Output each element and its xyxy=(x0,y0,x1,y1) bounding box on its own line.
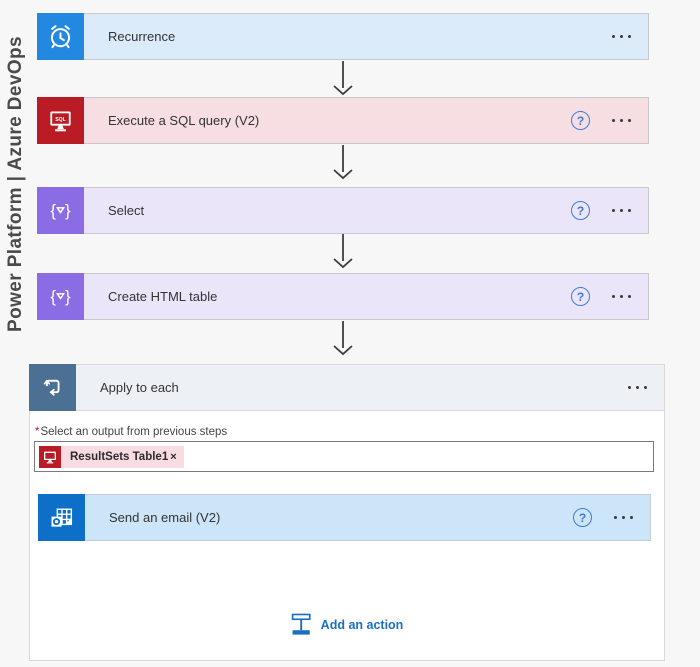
data-operation-icon: { } xyxy=(37,273,84,320)
scope-title: Apply to each xyxy=(100,380,179,395)
apply-to-each-header[interactable]: Apply to each xyxy=(29,364,665,411)
loop-icon xyxy=(29,364,76,411)
required-asterisk: * xyxy=(35,426,40,438)
step-title: Select xyxy=(108,203,145,218)
flow-arrow xyxy=(333,61,353,96)
data-operation-icon: { } xyxy=(37,187,84,234)
token-remove-icon[interactable]: × xyxy=(170,450,177,463)
field-label: *Select an output from previous steps xyxy=(35,426,227,438)
add-action-label: Add an action xyxy=(320,617,404,632)
step-card-send-email[interactable]: Send an email (V2) ? xyxy=(38,494,651,541)
help-icon[interactable]: ? xyxy=(571,201,590,220)
field-label-text: Select an output from previous steps xyxy=(40,426,228,438)
step-title: Execute a SQL query (V2) xyxy=(108,113,260,128)
step-title: Recurrence xyxy=(108,29,176,44)
flow-arrow xyxy=(333,145,353,180)
help-icon[interactable]: ? xyxy=(571,111,590,130)
step-card-select[interactable]: { } Select ? xyxy=(37,187,649,234)
step-card-recurrence[interactable]: Recurrence xyxy=(37,13,649,60)
step-card-sql-query[interactable]: SQL Execute a SQL query (V2) ? xyxy=(37,97,649,144)
step-title: Send an email (V2) xyxy=(109,510,221,525)
resultsets-token[interactable]: ResultSets Table1 × xyxy=(39,445,184,468)
token-label: ResultSets Table1 × xyxy=(61,445,184,468)
add-action-button[interactable]: Add an action xyxy=(287,608,408,641)
more-options-icon[interactable] xyxy=(612,115,631,126)
svg-text:{: { xyxy=(50,287,56,306)
flow-arrow xyxy=(333,234,353,269)
step-card-create-html-table[interactable]: { } Create HTML table ? xyxy=(37,273,649,320)
more-options-icon[interactable] xyxy=(612,205,631,216)
sql-server-icon xyxy=(39,445,61,468)
flow-arrow xyxy=(333,321,353,356)
rail-caption-text: Power Platform | Azure DevOps xyxy=(5,35,26,333)
outlook-icon xyxy=(38,494,85,541)
more-options-icon[interactable] xyxy=(612,291,631,302)
sql-server-icon: SQL xyxy=(37,97,84,144)
add-action-icon xyxy=(291,613,311,635)
svg-text:{: { xyxy=(50,201,56,220)
output-token-input[interactable]: ResultSets Table1 × xyxy=(34,441,654,472)
svg-text:}: } xyxy=(65,287,71,306)
apply-to-each-scope: Apply to each *Select an output from pre… xyxy=(29,364,665,661)
help-icon[interactable]: ? xyxy=(571,287,590,306)
more-options-icon[interactable] xyxy=(614,512,633,523)
more-options-icon[interactable] xyxy=(612,31,631,42)
svg-text:}: } xyxy=(65,201,71,220)
more-options-icon[interactable] xyxy=(628,382,647,393)
step-title: Create HTML table xyxy=(108,289,218,304)
help-icon[interactable]: ? xyxy=(573,508,592,527)
svg-text:SQL: SQL xyxy=(55,117,66,123)
alarm-clock-icon xyxy=(37,13,84,60)
